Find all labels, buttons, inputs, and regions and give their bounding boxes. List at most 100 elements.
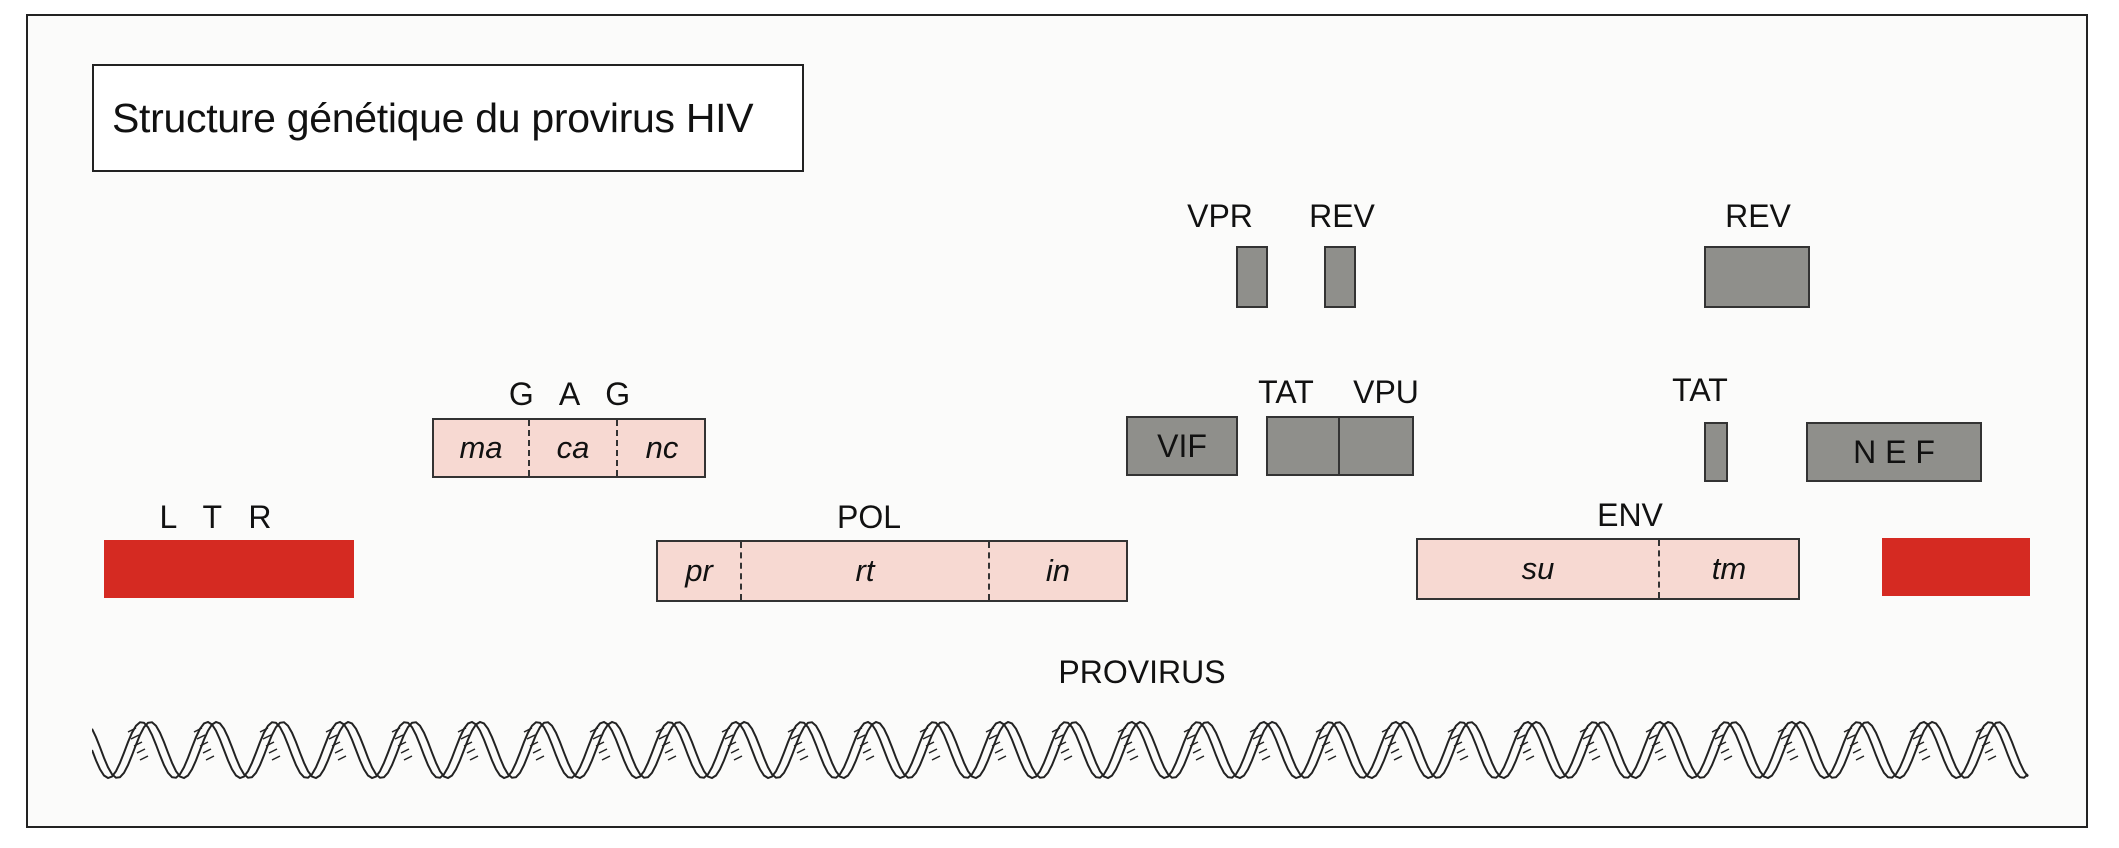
helix-hatch bbox=[1516, 734, 1526, 740]
helix-hatch bbox=[205, 755, 215, 761]
helix-hatch bbox=[1324, 748, 1334, 754]
helix-hatch bbox=[337, 755, 347, 761]
helix-hatch bbox=[1852, 748, 1862, 754]
helix-hatch bbox=[853, 727, 863, 733]
helix-hatch bbox=[1252, 734, 1262, 740]
helix-hatch bbox=[724, 734, 734, 740]
helix-hatch bbox=[1978, 734, 1988, 740]
helix-hatch bbox=[400, 748, 410, 754]
gag-gene: ma ca nc bbox=[432, 418, 706, 478]
pol-gene: pr rt in bbox=[656, 540, 1128, 602]
helix-hatch bbox=[1519, 741, 1529, 747]
helix-hatch bbox=[1060, 748, 1070, 754]
helix-hatch bbox=[1921, 755, 1931, 761]
helix-hatch bbox=[1786, 748, 1796, 754]
helix-hatch bbox=[1579, 727, 1589, 733]
gag-ca-segment: ca bbox=[528, 420, 616, 476]
helix-hatch bbox=[1387, 741, 1397, 747]
env-tm-segment: tm bbox=[1658, 540, 1798, 598]
helix-hatch bbox=[859, 741, 869, 747]
helix-hatch bbox=[1057, 741, 1067, 747]
tat-gene-exon-2 bbox=[1704, 422, 1728, 482]
helix-hatch bbox=[1261, 755, 1271, 761]
helix-hatch bbox=[1582, 734, 1592, 740]
helix-hatch bbox=[1183, 727, 1193, 733]
helix-hatch bbox=[601, 755, 611, 761]
rev-gene-exon-2 bbox=[1704, 246, 1810, 308]
helix-hatch bbox=[1975, 727, 1985, 733]
helix-hatch bbox=[1192, 748, 1202, 754]
helix-hatch bbox=[931, 755, 941, 761]
vpr-gene bbox=[1236, 246, 1268, 308]
helix-hatch bbox=[799, 755, 809, 761]
helix-hatch bbox=[925, 741, 935, 747]
helix-hatch bbox=[271, 755, 281, 761]
helix-hatch bbox=[793, 741, 803, 747]
helix-hatch bbox=[259, 727, 269, 733]
helix-hatch bbox=[193, 727, 203, 733]
helix-hatch bbox=[1393, 755, 1403, 761]
helix-hatch bbox=[1912, 734, 1922, 740]
helix-hatch bbox=[1843, 727, 1853, 733]
vpu-label: VPU bbox=[1353, 374, 1419, 410]
helix-hatch bbox=[403, 755, 413, 761]
dna-double-helix bbox=[92, 720, 2029, 780]
helix-hatch bbox=[787, 727, 797, 733]
helix-hatch bbox=[1525, 755, 1535, 761]
helix-strand-1 bbox=[92, 720, 2029, 780]
helix-hatch bbox=[1051, 727, 1061, 733]
helix-hatch bbox=[1513, 727, 1523, 733]
vif-label: VIF bbox=[1157, 427, 1207, 464]
helix-hatch bbox=[331, 741, 341, 747]
tat-label-2: TAT bbox=[1672, 372, 1728, 408]
helix-hatch bbox=[1987, 755, 1997, 761]
helix-hatch bbox=[469, 755, 479, 761]
nef-gene: N E F bbox=[1806, 422, 1982, 482]
helix-hatch bbox=[1453, 741, 1463, 747]
helix-hatch bbox=[1711, 727, 1721, 733]
helix-hatch bbox=[526, 734, 536, 740]
helix-hatch bbox=[127, 727, 137, 733]
helix-hatch bbox=[1585, 741, 1595, 747]
helix-hatch bbox=[325, 727, 335, 733]
helix-hatch bbox=[796, 748, 806, 754]
tat-vpu-divider bbox=[1338, 418, 1340, 474]
helix-hatch bbox=[664, 748, 674, 754]
helix-hatch bbox=[1909, 727, 1919, 733]
helix-hatch bbox=[394, 734, 404, 740]
helix-hatch bbox=[1654, 748, 1664, 754]
helix-hatch bbox=[466, 748, 476, 754]
helix-hatch bbox=[133, 741, 143, 747]
helix-hatch bbox=[1258, 748, 1268, 754]
vpr-label: VPR bbox=[1187, 198, 1253, 234]
helix-hatch bbox=[1249, 727, 1259, 733]
ltr-right bbox=[1882, 538, 2030, 596]
helix-hatch bbox=[529, 741, 539, 747]
helix-hatch bbox=[985, 727, 995, 733]
helix-hatch bbox=[1780, 734, 1790, 740]
rev-label-2: REV bbox=[1725, 198, 1791, 234]
helix-hatch bbox=[661, 741, 671, 747]
helix-hatch bbox=[1591, 755, 1601, 761]
helix-hatch bbox=[130, 734, 140, 740]
helix-hatch bbox=[1657, 755, 1667, 761]
tat-label-1: TAT bbox=[1258, 374, 1314, 410]
gag-ma-segment: ma bbox=[459, 430, 503, 465]
pol-pr-segment: pr bbox=[685, 553, 713, 588]
gag-nc-segment: nc bbox=[616, 420, 706, 476]
helix-hatch bbox=[1327, 755, 1337, 761]
helix-hatch bbox=[1384, 734, 1394, 740]
gag-label: G A G bbox=[508, 376, 640, 412]
env-gene: su tm bbox=[1416, 538, 1800, 600]
helix-hatch bbox=[391, 727, 401, 733]
helix-hatch bbox=[1918, 748, 1928, 754]
ltr-left bbox=[104, 540, 354, 598]
helix-hatch bbox=[265, 741, 275, 747]
tat-vpu-gene bbox=[1266, 416, 1414, 476]
helix-hatch bbox=[655, 727, 665, 733]
diagram-title: Structure génétique du provirus HIV bbox=[92, 64, 804, 172]
helix-hatch bbox=[1981, 741, 1991, 747]
helix-hatch bbox=[463, 741, 473, 747]
env-su-segment: su bbox=[1521, 551, 1555, 586]
helix-hatch bbox=[136, 748, 146, 754]
